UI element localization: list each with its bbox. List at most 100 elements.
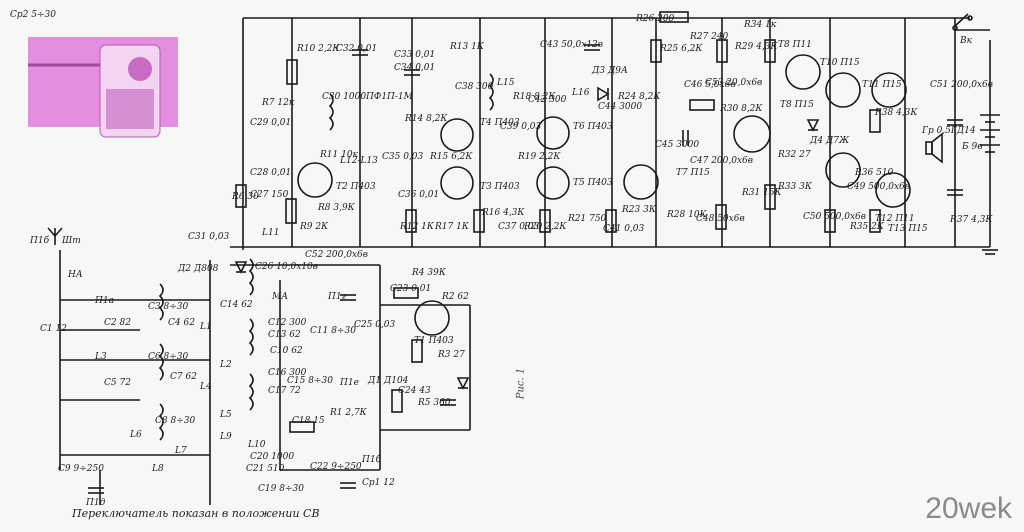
component-label: R33 3К [778, 182, 812, 192]
component-label: C17 72 [268, 386, 301, 396]
component-label: R18 8,2К [513, 92, 556, 102]
component-label: R3 27 [438, 350, 465, 360]
component-label: C45 3000 [655, 140, 700, 150]
component-label: T2 П403 [336, 182, 376, 192]
component-label: C11 8÷30 [310, 326, 356, 336]
speaker-icon [925, 132, 943, 164]
component-label: R17 1К [435, 222, 469, 232]
component-label: C52 200,0x6в [305, 250, 369, 260]
component-label: C9 9÷250 [58, 464, 104, 474]
component-label: C1 12 [40, 324, 67, 334]
component-label: R32 27 [778, 150, 811, 160]
component-label: C22 9÷250 [310, 462, 362, 472]
component-label: R19 2,2К [518, 152, 561, 162]
component-label: C28 0,01 [250, 168, 292, 178]
component-label: C10 62 [270, 346, 303, 356]
component-label: L10 [248, 440, 266, 450]
component-label: R20 2,2К [524, 222, 567, 232]
component-label: T7 П15 [676, 168, 710, 178]
component-label: C31 0,03 [188, 232, 230, 242]
component-label: C48 50x6в [696, 214, 745, 224]
component-label: R9 2К [300, 222, 329, 232]
component-label: C6 8÷30 [148, 352, 189, 362]
component-label: L12-L13 [340, 156, 378, 166]
component-label: C44 3000 [598, 102, 643, 112]
component-label: T8 П15 [780, 100, 814, 110]
component-label: T5 П403 [573, 178, 613, 188]
component-label: Вк [960, 36, 972, 46]
component-label: C30 1000 [322, 92, 367, 102]
component-label: R15 6,2К [430, 152, 473, 162]
component-label: Д4 Д7Ж [810, 136, 850, 146]
component-label: R35 2К [850, 222, 884, 232]
figure-label: Рис. 1 [515, 367, 527, 400]
component-label: C43 50,0x12в [540, 40, 604, 50]
component-label: C39 0,03 [500, 122, 542, 132]
component-label: L9 [220, 432, 232, 442]
component-label: L4 [200, 382, 212, 392]
component-label: C19 8÷30 [258, 484, 304, 494]
component-label: C37 0,03 [498, 222, 540, 232]
component-label: R27 240 [690, 32, 729, 42]
component-label: Cp1 12 [362, 478, 395, 488]
component-label: Шт [62, 236, 81, 246]
component-label: R23 3К [622, 205, 656, 215]
component-label: C41 0,03 [603, 224, 645, 234]
component-label: П1г [328, 292, 347, 302]
component-label: R21 750 [568, 214, 607, 224]
component-label: R28 10К [667, 210, 707, 220]
component-label: L15 [497, 78, 515, 88]
component-label: R1 2,7К [330, 408, 367, 418]
component-label: R13 1К [450, 42, 484, 52]
component-label: П1д [86, 498, 106, 508]
diode-icon [234, 86, 820, 390]
component-label: R8 3,9К [318, 203, 355, 213]
component-label: C25 0,03 [354, 320, 396, 330]
component-label: C36 0,01 [398, 190, 440, 200]
component-label: T13 П15 [888, 224, 928, 234]
component-label: C2 82 [104, 318, 131, 328]
component-label: C7 62 [170, 372, 197, 382]
component-label: C51 200,0x6в [930, 80, 994, 90]
component-label: L6 [130, 430, 142, 440]
component-label: R30 8,2К [720, 104, 763, 114]
component-label: C4 62 [168, 318, 195, 328]
component-label: R38 4,3К [875, 108, 918, 118]
component-label: C5 72 [104, 378, 131, 388]
component-label: L8 [152, 464, 164, 474]
component-label: C46 5,0x6в [684, 80, 736, 90]
component-label: C3 8÷30 [148, 302, 189, 312]
component-label: C16 300 [268, 368, 307, 378]
component-label: C50 500,0x6в [803, 212, 867, 222]
component-label: R5 360 [418, 398, 451, 408]
antenna-icon [47, 227, 63, 245]
component-label: C47 200,0x6в [690, 156, 754, 166]
component-label: C26 10,0x10в [255, 262, 319, 272]
component-label: П1б [30, 236, 50, 246]
component-label: C15 8÷30 [287, 376, 333, 386]
component-label: R16 4,3К [482, 208, 525, 218]
component-label: R12 1К [400, 222, 434, 232]
power-switch-icon [952, 13, 973, 31]
component-label: R14 8,2К [405, 114, 448, 124]
radio-photo-image [28, 37, 178, 138]
component-label: R34 1к [744, 20, 777, 30]
component-label: C34 0,01 [394, 63, 436, 73]
component-label: C38 300 [455, 82, 494, 92]
component-label: C32 0,01 [336, 44, 378, 54]
component-label: L2 [220, 360, 232, 370]
component-label: T4 П403 [480, 118, 520, 128]
component-label: П1а [95, 296, 114, 306]
component-label: C42 300 [528, 95, 567, 105]
component-label: МА [272, 292, 289, 302]
component-label: T8 П11 [778, 40, 812, 50]
component-label: L7 [175, 446, 187, 456]
component-label: C23 0,01 [390, 284, 432, 294]
component-label: L16 [572, 88, 590, 98]
component-label: C8 8÷30 [155, 416, 196, 426]
component-label: L5 [220, 410, 232, 420]
component-label: C29 0,01 [250, 118, 292, 128]
component-label: ПФ1П-1М [366, 92, 413, 102]
component-label: R25 6,2К [660, 44, 703, 54]
